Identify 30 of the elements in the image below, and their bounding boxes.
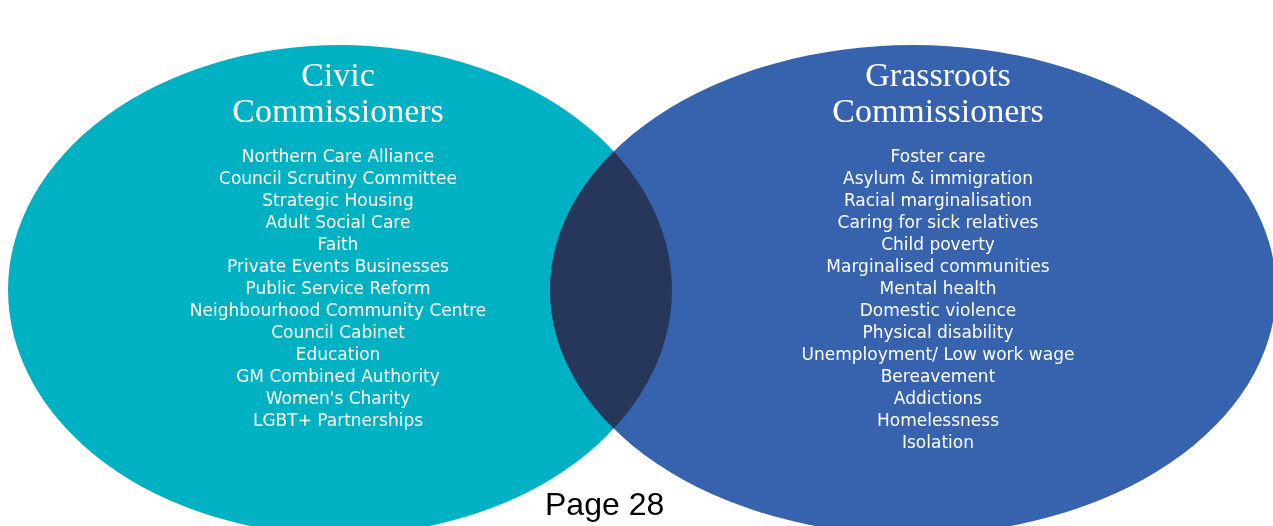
list-item: Northern Care Alliance <box>241 145 435 167</box>
list-item: Asylum & immigration <box>843 167 1033 189</box>
list-item: Unemployment/ Low work wage <box>801 343 1075 365</box>
list-item: Faith <box>317 233 359 255</box>
list-item: Homelessness <box>876 409 999 431</box>
list-item: LGBT+ Partnerships <box>252 409 424 431</box>
list-item: Addictions <box>893 387 983 409</box>
list-item: Mental health <box>879 277 997 299</box>
list-item: Racial marginalisation <box>843 189 1033 211</box>
list-item: Neighbourhood Community Centre <box>189 299 487 321</box>
list-item: Marginalised communities <box>826 255 1050 277</box>
circle-heading: Grassroots Commissioners <box>831 57 1045 129</box>
list-item: Isolation <box>902 431 974 453</box>
list-item: Strategic Housing <box>262 189 414 211</box>
list-item: Council Cabinet <box>271 321 405 343</box>
circle-heading: Civic Commissioners <box>231 57 445 129</box>
page-number: Page 28 <box>545 486 665 522</box>
list-item: Bereavement <box>880 365 996 387</box>
list-item: Adult Social Care <box>265 211 411 233</box>
list-item: Council Scrutiny Committee <box>219 167 457 189</box>
list-item: Caring for sick relatives <box>837 211 1039 233</box>
list-item: Women's Charity <box>265 387 411 409</box>
list-item: Public Service Reform <box>245 277 431 299</box>
list-item: Foster care <box>890 145 986 167</box>
list-item: Private Events Businesses <box>227 255 449 277</box>
list-item: Child poverty <box>881 233 995 255</box>
list-item: Physical disability <box>862 321 1014 343</box>
list-item: GM Combined Authority <box>236 365 440 387</box>
list-item: Domestic violence <box>859 299 1017 321</box>
list-item: Education <box>295 343 381 365</box>
